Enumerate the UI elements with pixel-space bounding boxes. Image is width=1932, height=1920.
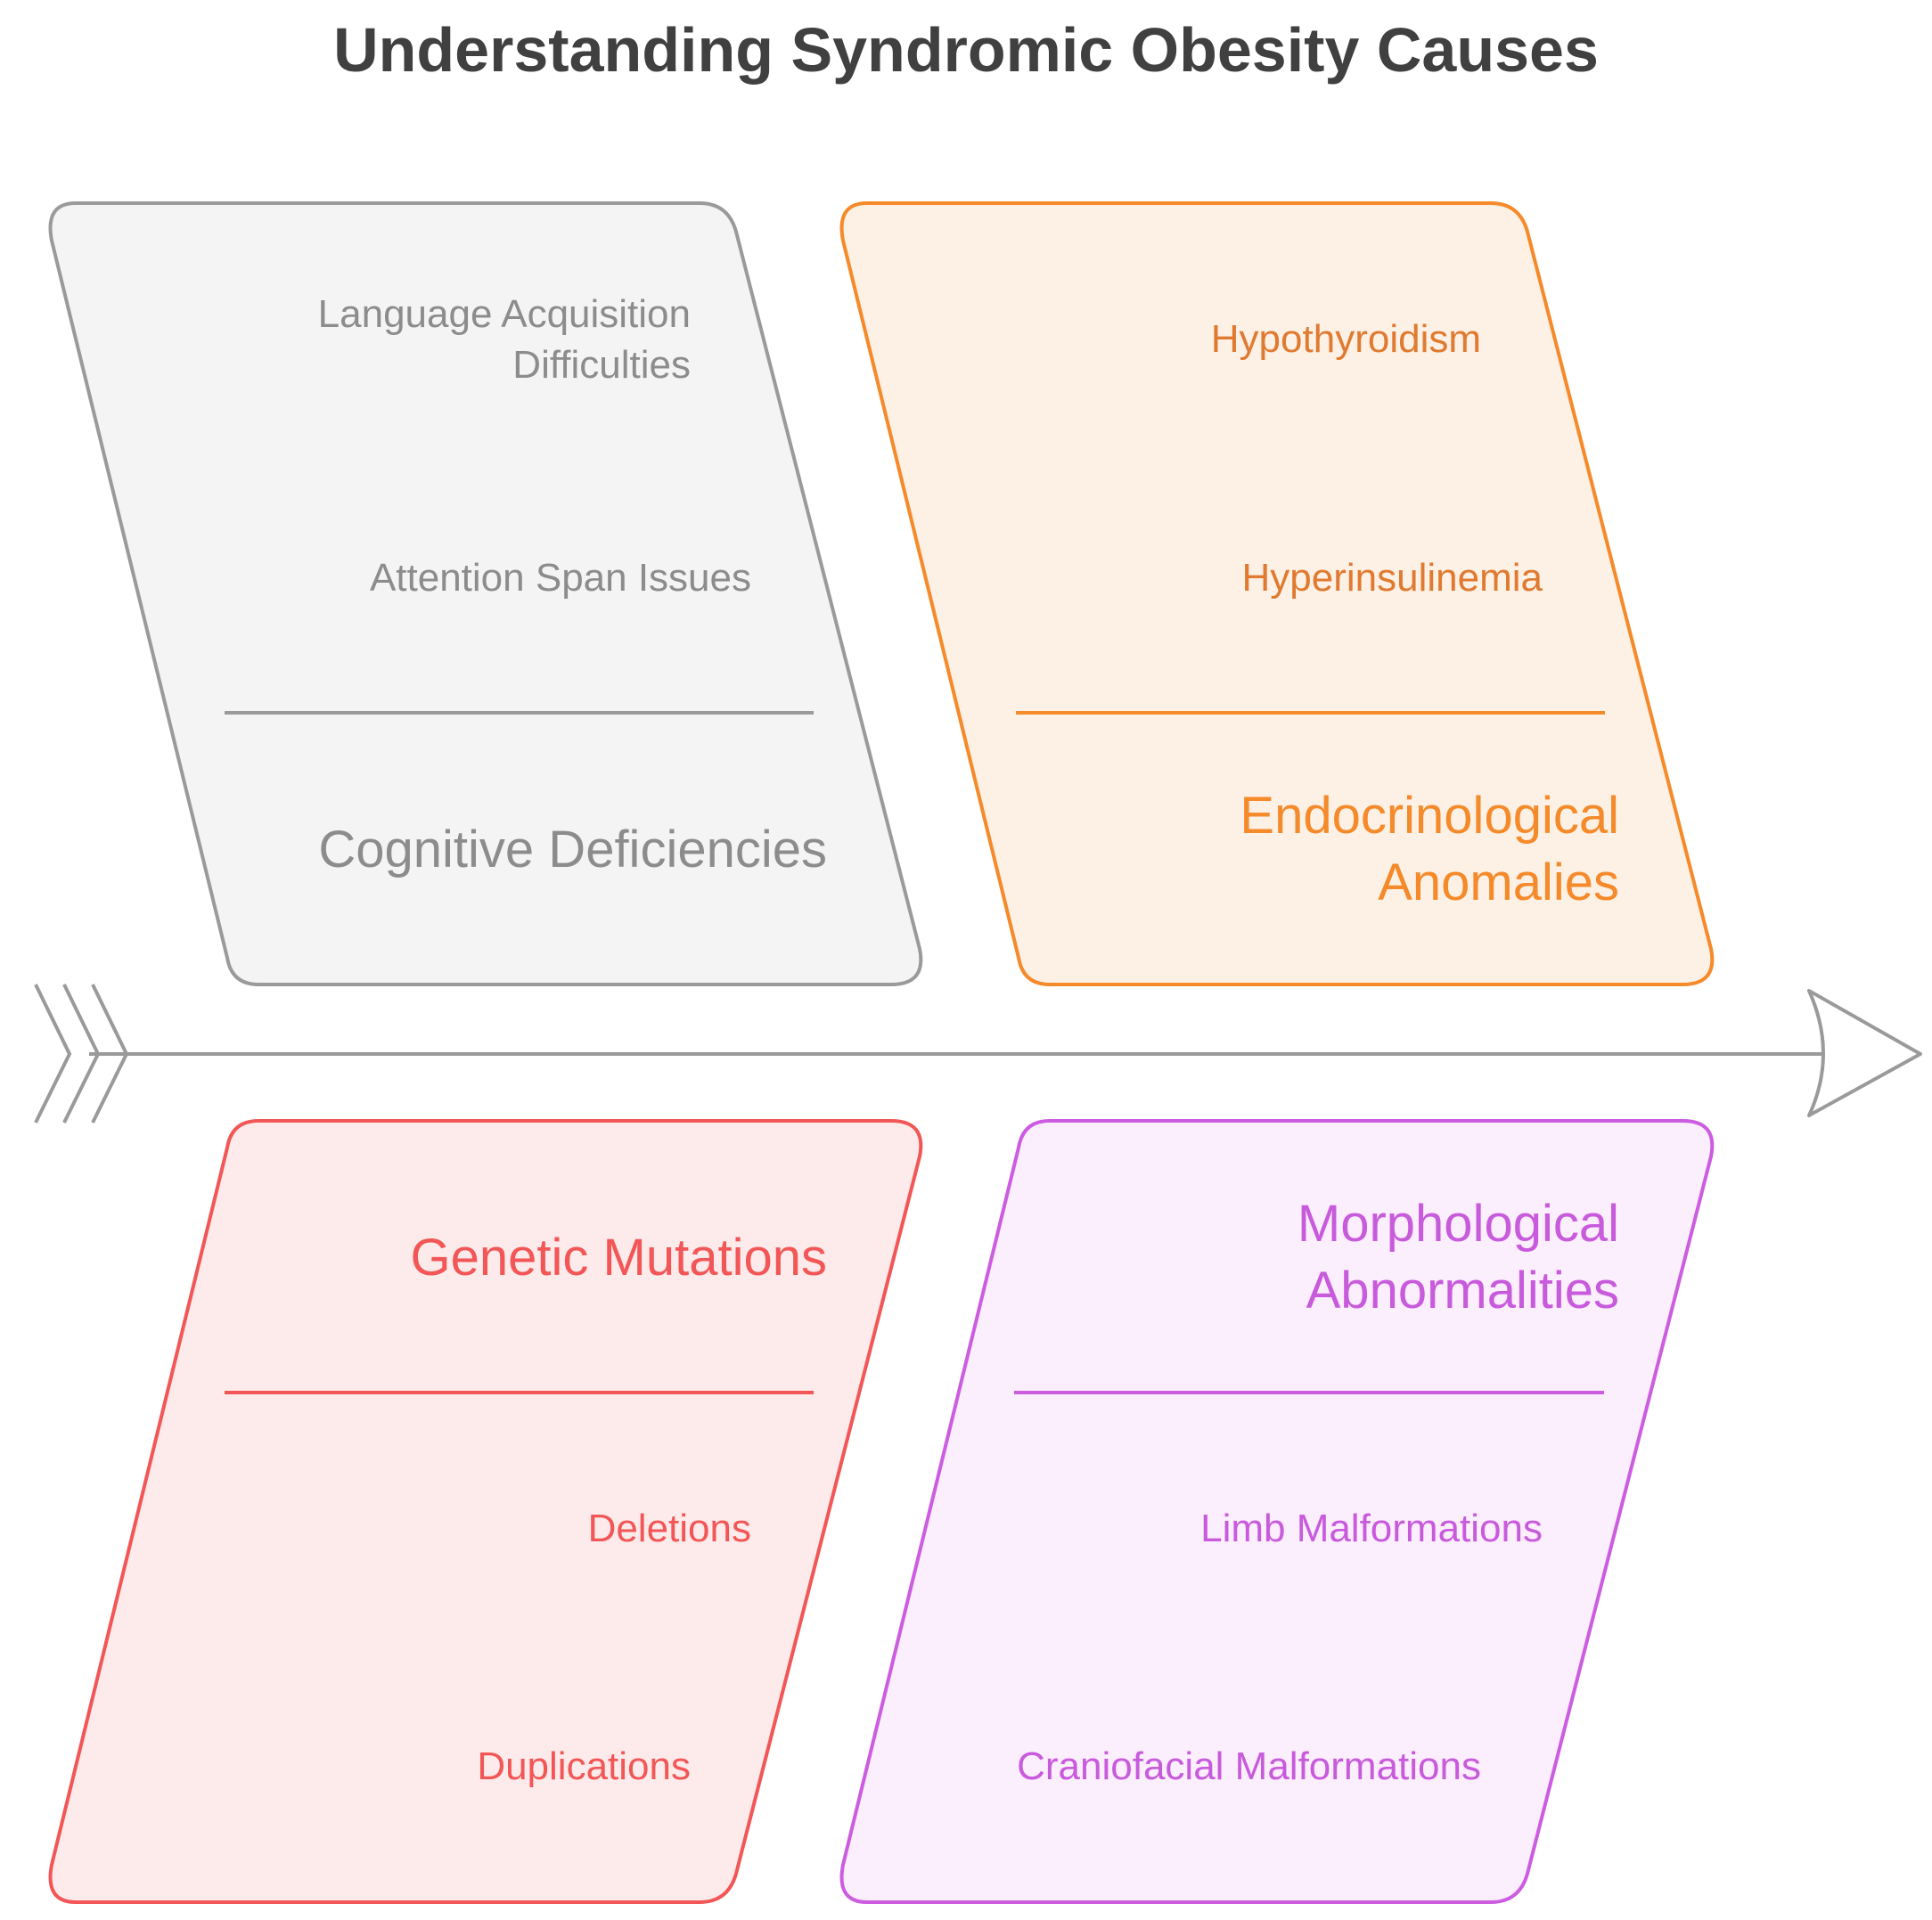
cognitive-heading: Cognitive Deficiencies <box>318 821 827 878</box>
morphological-heading-line2: Abnormalities <box>1306 1262 1619 1319</box>
endocrine-item-hyperinsulinemia: Hyperinsulinemia <box>1242 556 1543 600</box>
genetic-item-deletions: Deletions <box>588 1507 751 1550</box>
diagram-title: Understanding Syndromic Obesity Causes <box>333 15 1599 85</box>
spine <box>34 984 1922 1123</box>
spine-tail-chevron-1 <box>34 984 72 1123</box>
spine-tail-chevron-2 <box>62 984 101 1123</box>
morphological-panel <box>839 1119 1715 1904</box>
cognitive-item-language-line1: Language Acquisition <box>318 292 691 336</box>
genetic-heading: Genetic Mutations <box>411 1229 827 1287</box>
spine-tail-chevron-3 <box>91 984 129 1123</box>
category-cognitive: Language Acquisition Difficulties Attent… <box>48 201 923 986</box>
morphological-item-craniofacial: Craniofacial Malformations <box>1017 1744 1481 1788</box>
category-endocrine: Hypothyroidism Hyperinsulinemia Endocrin… <box>839 201 1715 986</box>
endocrine-item-hypothyroidism: Hypothyroidism <box>1211 317 1481 361</box>
category-morphological: Morphological Abnormalities Limb Malform… <box>839 1119 1715 1904</box>
category-genetic: Genetic Mutations Deletions Duplications <box>48 1119 923 1904</box>
morphological-item-limb: Limb Malformations <box>1200 1507 1543 1550</box>
morphological-heading-line1: Morphological <box>1298 1195 1619 1253</box>
cognitive-item-language-line2: Difficulties <box>512 343 691 387</box>
endocrine-panel <box>839 201 1715 986</box>
spine-arrowhead <box>1807 989 1922 1117</box>
cognitive-panel <box>48 201 923 986</box>
genetic-panel <box>48 1119 923 1904</box>
cognitive-item-attention: Attention Span Issues <box>370 556 751 600</box>
genetic-item-duplications: Duplications <box>477 1744 691 1788</box>
endocrine-heading-line1: Endocrinological <box>1240 787 1619 845</box>
endocrine-heading-line2: Anomalies <box>1378 854 1619 911</box>
